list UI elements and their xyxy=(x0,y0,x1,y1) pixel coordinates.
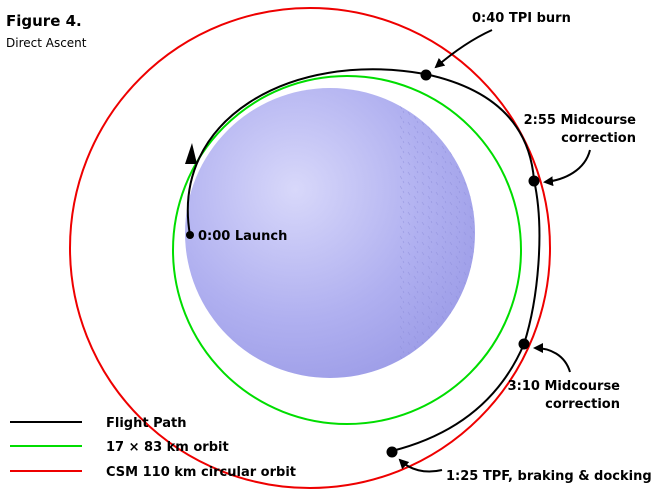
midcourse-1-label-line1: 2:55 Midcourse xyxy=(524,113,637,128)
tpf-docking-marker xyxy=(386,446,398,458)
legend-label-17x83-orbit: 17 × 83 km orbit xyxy=(106,440,229,455)
orbit-17x83-ring xyxy=(172,75,522,425)
launch-label: 0:00 Launch xyxy=(198,229,287,244)
midcourse-1-label-line2: correction xyxy=(561,131,636,146)
midcourse-2-marker xyxy=(518,338,530,350)
flight-path-arrowhead xyxy=(185,143,197,164)
tpi-callout-arrow xyxy=(434,29,493,69)
legend-item-flight-path: Flight Path xyxy=(10,416,187,431)
legend-label-flight-path: Flight Path xyxy=(106,416,187,431)
launch-marker xyxy=(186,231,194,239)
tpi-burn-label: 0:40 TPI burn xyxy=(472,11,571,26)
legend-label-csm-orbit: CSM 110 km circular orbit xyxy=(106,465,296,480)
midcourse-1-callout-arrow xyxy=(543,149,591,187)
csm-orbit-ring xyxy=(69,7,551,489)
midcourse-1-marker xyxy=(528,175,540,187)
midcourse-2-callout-arrow xyxy=(533,343,571,373)
moon-surface-texture xyxy=(400,100,475,378)
tpf-callout-arrow xyxy=(398,458,443,473)
legend-item-csm-orbit: CSM 110 km circular orbit xyxy=(10,465,296,480)
tpf-docking-label: 1:25 TPF, braking & docking xyxy=(446,469,652,484)
figure-subtitle: Direct Ascent xyxy=(6,36,87,50)
flight-path-line xyxy=(187,68,541,452)
legend-item-17x83-orbit: 17 × 83 km orbit xyxy=(10,440,229,455)
figure-title: Figure 4. xyxy=(6,12,82,30)
midcourse-2-label-line2: correction xyxy=(545,397,620,412)
tpi-burn-marker xyxy=(420,69,432,81)
legend: Flight Path 17 × 83 km orbit CSM 110 km … xyxy=(10,416,296,480)
midcourse-2-label-line1: 3:10 Midcourse xyxy=(508,379,621,394)
